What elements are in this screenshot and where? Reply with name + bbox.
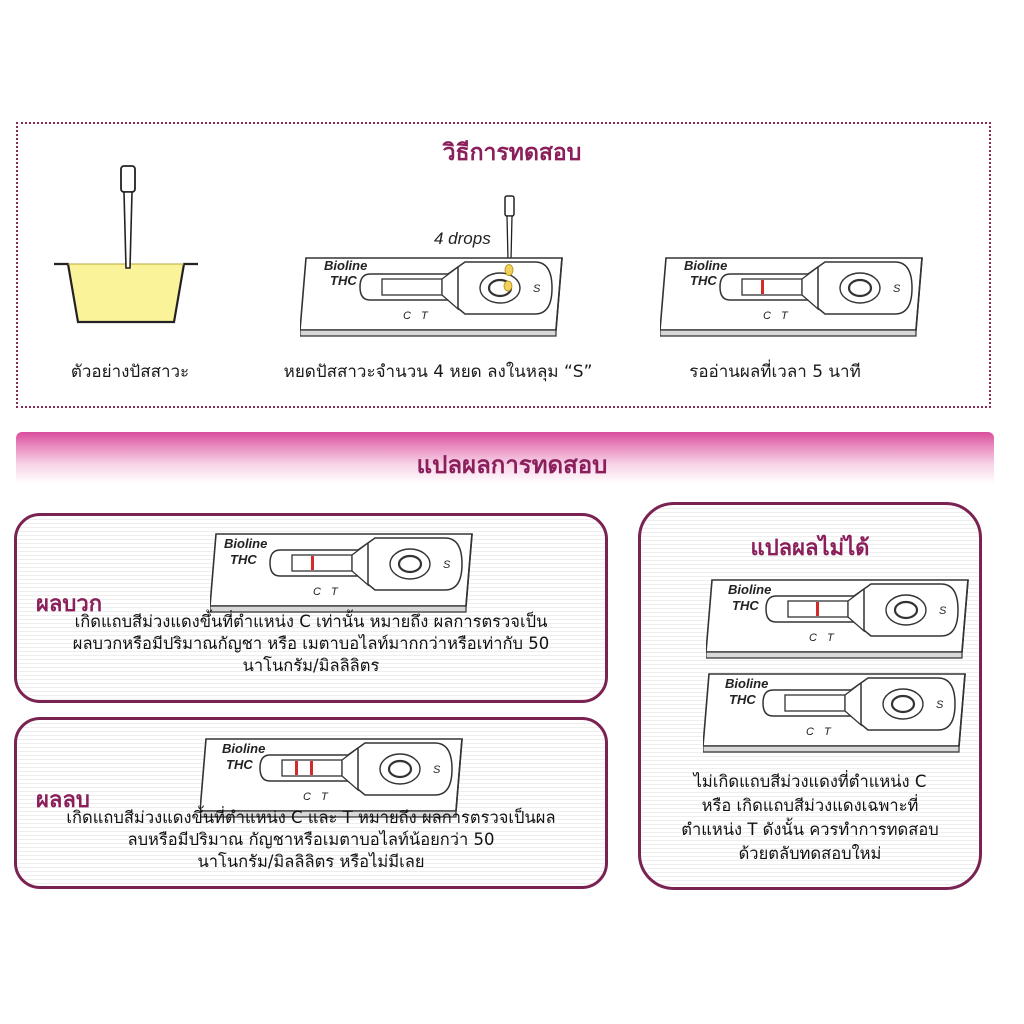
- test-label: T: [827, 632, 835, 644]
- urine-drop: [503, 280, 513, 292]
- test-label: T: [824, 726, 832, 738]
- positive-line: นาโนกรัม/มิลลิลิตร: [242, 656, 380, 675]
- control-label: C: [303, 791, 311, 803]
- cassette-product: THC: [330, 273, 357, 288]
- procedure-title: วิธีการทดสอบ: [442, 140, 582, 166]
- positive-description: เกิดแถบสีม่วงแดงขึ้นที่ตำแหน่ง C เท่านั้…: [28, 611, 594, 677]
- positive-title: ผลบวก: [36, 592, 103, 617]
- cassette-product: THC: [226, 757, 253, 772]
- control-label: C: [313, 586, 321, 598]
- invalid-description: ไม่เกิดแถบสีม่วงแดงที่ตำแหน่ง C หรือ เกิ…: [650, 770, 970, 866]
- test-label: T: [781, 310, 789, 322]
- interpretation-banner: [16, 432, 994, 484]
- cassette-brand: Bioline: [324, 258, 367, 273]
- interpretation-title: แปลผลการทดสอบ: [416, 451, 608, 479]
- invalid-line: ด้วยตลับทดสอบใหม่: [738, 844, 882, 863]
- test-band: [816, 602, 819, 616]
- control-band: [295, 761, 298, 775]
- control-label: C: [403, 310, 411, 322]
- invalid-cassette-no-bands: Bioline THC C T S: [703, 672, 967, 754]
- negative-title: ผลลบ: [36, 788, 90, 813]
- test-label: T: [321, 791, 329, 803]
- negative-line: ลบหรือมีปริมาณ กัญชาหรือเมตาบอไลท์น้อยกว…: [127, 830, 495, 849]
- sample-label: S: [433, 764, 441, 776]
- negative-cassette: Bioline THC C T S: [200, 737, 464, 819]
- cassette-brand: Bioline: [222, 741, 265, 756]
- cassette-with-drops: 4 drops Bioline THC C T S: [300, 195, 564, 338]
- sample-label: S: [936, 699, 944, 711]
- invalid-line: ตำแหน่ง T ดังนั้น ควรทำการทดสอบ: [681, 820, 939, 839]
- control-band: [761, 280, 764, 294]
- invalid-line: หรือ เกิดแถบสีม่วงแดงเฉพาะที่: [701, 796, 919, 815]
- cassette-brand: Bioline: [684, 258, 727, 273]
- sample-label: S: [533, 283, 541, 295]
- positive-line: เกิดแถบสีม่วงแดงขึ้นที่ตำแหน่ง C เท่านั้…: [74, 612, 548, 631]
- test-band: [310, 761, 313, 775]
- sample-label: S: [939, 605, 947, 617]
- invalid-title: แปลผลไม่ได้: [750, 536, 870, 561]
- negative-line: นาโนกรัม/มิลลิลิตร หรือไม่มีเลย: [197, 852, 425, 871]
- control-label: C: [806, 726, 814, 738]
- step2-caption: หยดปัสสาวะจำนวน 4 หยด ลงในหลุม “S”: [283, 362, 593, 382]
- sample-label: S: [443, 559, 451, 571]
- negative-description: เกิดแถบสีม่วงแดงขึ้นที่ตำแหน่ง C และ T ห…: [28, 807, 594, 873]
- cassette-brand: Bioline: [224, 536, 267, 551]
- positive-line: ผลบวกหรือมีปริมาณกัญชา หรือ เมตาบอไลท์มา…: [72, 634, 550, 653]
- procedure-section: [16, 122, 991, 408]
- invalid-cassette-control-only: Bioline THC C T S: [706, 578, 970, 660]
- cassette-product: THC: [732, 598, 759, 613]
- test-label: T: [331, 586, 339, 598]
- control-label: C: [763, 310, 771, 322]
- cassette-brand: Bioline: [728, 582, 771, 597]
- control-band: [311, 556, 314, 570]
- step1-caption: ตัวอย่างปัสสาวะ: [70, 362, 190, 382]
- cassette-brand: Bioline: [725, 676, 768, 691]
- urine-cup-illustration: [54, 165, 198, 324]
- invalid-line: ไม่เกิดแถบสีม่วงแดงที่ตำแหน่ง C: [693, 772, 927, 791]
- test-label: T: [421, 310, 429, 322]
- cassette-product: THC: [230, 552, 257, 567]
- drops-label: 4 drops: [434, 229, 491, 248]
- cassette-product: THC: [690, 273, 717, 288]
- urine-drop: [504, 264, 514, 276]
- control-label: C: [809, 632, 817, 644]
- cassette-product: THC: [729, 692, 756, 707]
- cassette-waiting: Bioline THC C T S: [660, 256, 924, 338]
- positive-cassette: Bioline THC C T S: [210, 532, 474, 614]
- negative-line: เกิดแถบสีม่วงแดงขึ้นที่ตำแหน่ง C และ T ห…: [66, 808, 556, 827]
- step3-caption: รออ่านผลที่เวลา 5 นาที: [689, 362, 861, 382]
- sample-label: S: [893, 283, 901, 295]
